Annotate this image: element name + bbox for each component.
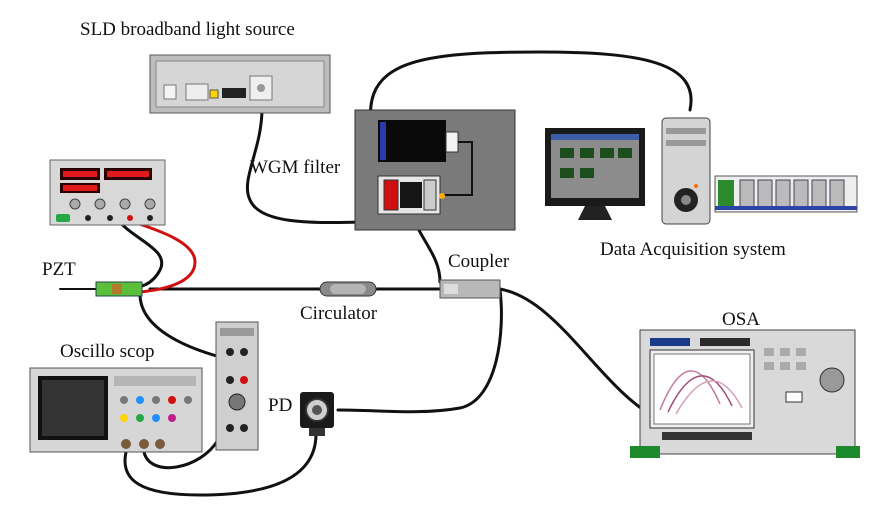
- daq-module-rack: [714, 175, 858, 213]
- sld-light-source: [149, 54, 331, 114]
- cable-detector-to-computer: [369, 50, 693, 132]
- label-circulator: Circulator: [300, 303, 378, 324]
- label-wgm-filter: WGM filter: [250, 157, 341, 178]
- label-osa: OSA: [722, 309, 761, 330]
- cable-pd-to-scope: [123, 432, 318, 497]
- fiber-coupler-to-pd: [336, 288, 503, 414]
- label-pd: PD: [268, 395, 293, 416]
- circulator: [319, 281, 377, 297]
- label-pzt: PZT: [42, 259, 76, 280]
- pzt-power-wires: [118, 218, 197, 294]
- pzt-element: [95, 281, 143, 297]
- power-supply: [49, 159, 166, 226]
- daq-monitor: [545, 128, 645, 220]
- cable-scope-jumper: [142, 438, 220, 470]
- label-coupler: Coupler: [448, 251, 510, 272]
- wgm-filter-box: [354, 109, 516, 231]
- coupler: [439, 279, 501, 299]
- label-oscilloscope: Oscillo scop: [60, 341, 155, 362]
- label-daq-system: Data Acquisition system: [600, 239, 786, 260]
- oscilloscope: [29, 367, 203, 453]
- scope-control-panel: [215, 321, 259, 451]
- label-sld-light-source: SLD broadband light source: [80, 19, 295, 40]
- photodetector: [300, 392, 334, 436]
- daq-computer-tower: [661, 117, 711, 225]
- osa-instrument: [630, 329, 860, 458]
